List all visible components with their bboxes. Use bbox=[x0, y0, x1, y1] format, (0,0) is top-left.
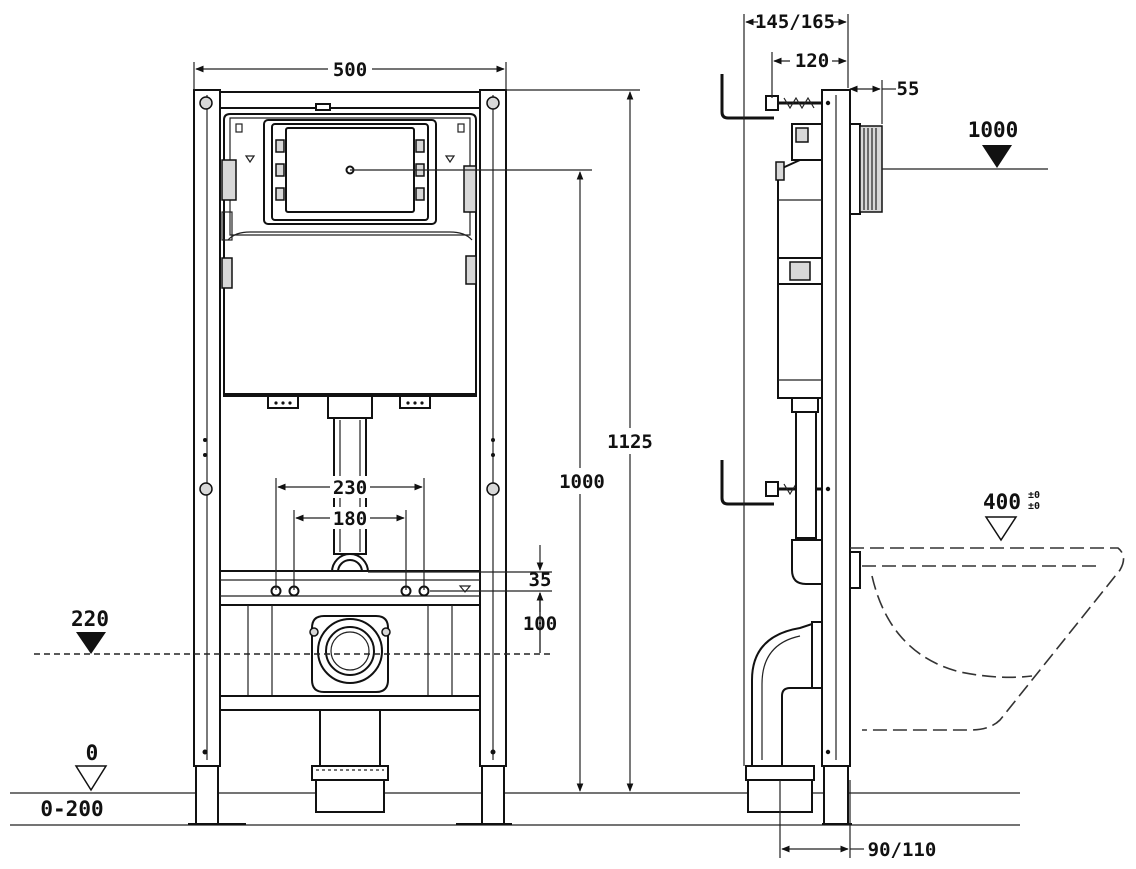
dim-depth-inner-label: 120 bbox=[795, 50, 829, 72]
level-bowl-label: 400 bbox=[983, 490, 1021, 514]
dim-depth-inner: 120 bbox=[771, 50, 847, 98]
frame-top-rail bbox=[219, 91, 481, 111]
level-floor-range-label: 0-200 bbox=[40, 797, 103, 821]
dim-bottom-offset: 90/110 bbox=[779, 780, 937, 861]
mounting-rail bbox=[219, 570, 481, 606]
dim-spacing-outer: 230 bbox=[275, 476, 425, 590]
dim-plate-height: 1000 bbox=[350, 169, 605, 792]
dim-height-overall: 1125 bbox=[506, 89, 653, 792]
dim-plate-depth: 55 bbox=[849, 78, 920, 124]
level-marker-drain: 220 bbox=[34, 607, 552, 655]
level-drain-label: 220 bbox=[71, 607, 109, 631]
dim-bottom-offset-label: 90/110 bbox=[868, 839, 937, 861]
level-floor-label: 0 bbox=[86, 741, 99, 765]
dim-depth-outer-label: 145/165 bbox=[755, 11, 835, 33]
dim-width: 500 bbox=[193, 58, 507, 90]
level-plate-label: 1000 bbox=[968, 118, 1019, 142]
level-marker-floor: 0 0-200 bbox=[40, 741, 108, 821]
flush-plate-side bbox=[849, 123, 883, 215]
front-view: 500 1125 1000 230 bbox=[34, 58, 653, 825]
dim-width-label: 500 bbox=[333, 59, 367, 81]
dim-spacing-outer-label: 230 bbox=[333, 477, 367, 499]
dim-depth-outer: 145/165 bbox=[743, 10, 849, 766]
level-marker-bowl: 400 ±0±0 bbox=[983, 490, 1040, 542]
dim-spacing-inner-label: 180 bbox=[333, 508, 367, 530]
dim-offset-35-label: 35 bbox=[529, 569, 552, 591]
level-marker-plate: 1000 bbox=[882, 118, 1048, 170]
dim-spacing-inner: 180 bbox=[293, 507, 407, 590]
dim-plate-depth-label: 55 bbox=[897, 78, 920, 100]
cistern bbox=[221, 113, 477, 409]
dim-offset-100-label: 100 bbox=[523, 613, 557, 635]
dim-offsets: 35 100 bbox=[368, 545, 557, 653]
side-view: 145/165 120 55 1000 400 ±0±0 bbox=[720, 10, 1125, 861]
wc-bowl-outline bbox=[849, 547, 1125, 731]
dim-plate-height-label: 1000 bbox=[559, 471, 605, 493]
cistern-side bbox=[775, 123, 823, 539]
drain-elbow-front bbox=[309, 615, 391, 813]
dim-height-label: 1125 bbox=[607, 431, 653, 453]
frame-upright-side bbox=[821, 89, 852, 825]
wall-anchor-top bbox=[720, 74, 822, 120]
level-bowl-tolerance: ±0±0 bbox=[1028, 490, 1040, 512]
floor-lines bbox=[10, 792, 1020, 826]
drain-side bbox=[745, 539, 823, 813]
